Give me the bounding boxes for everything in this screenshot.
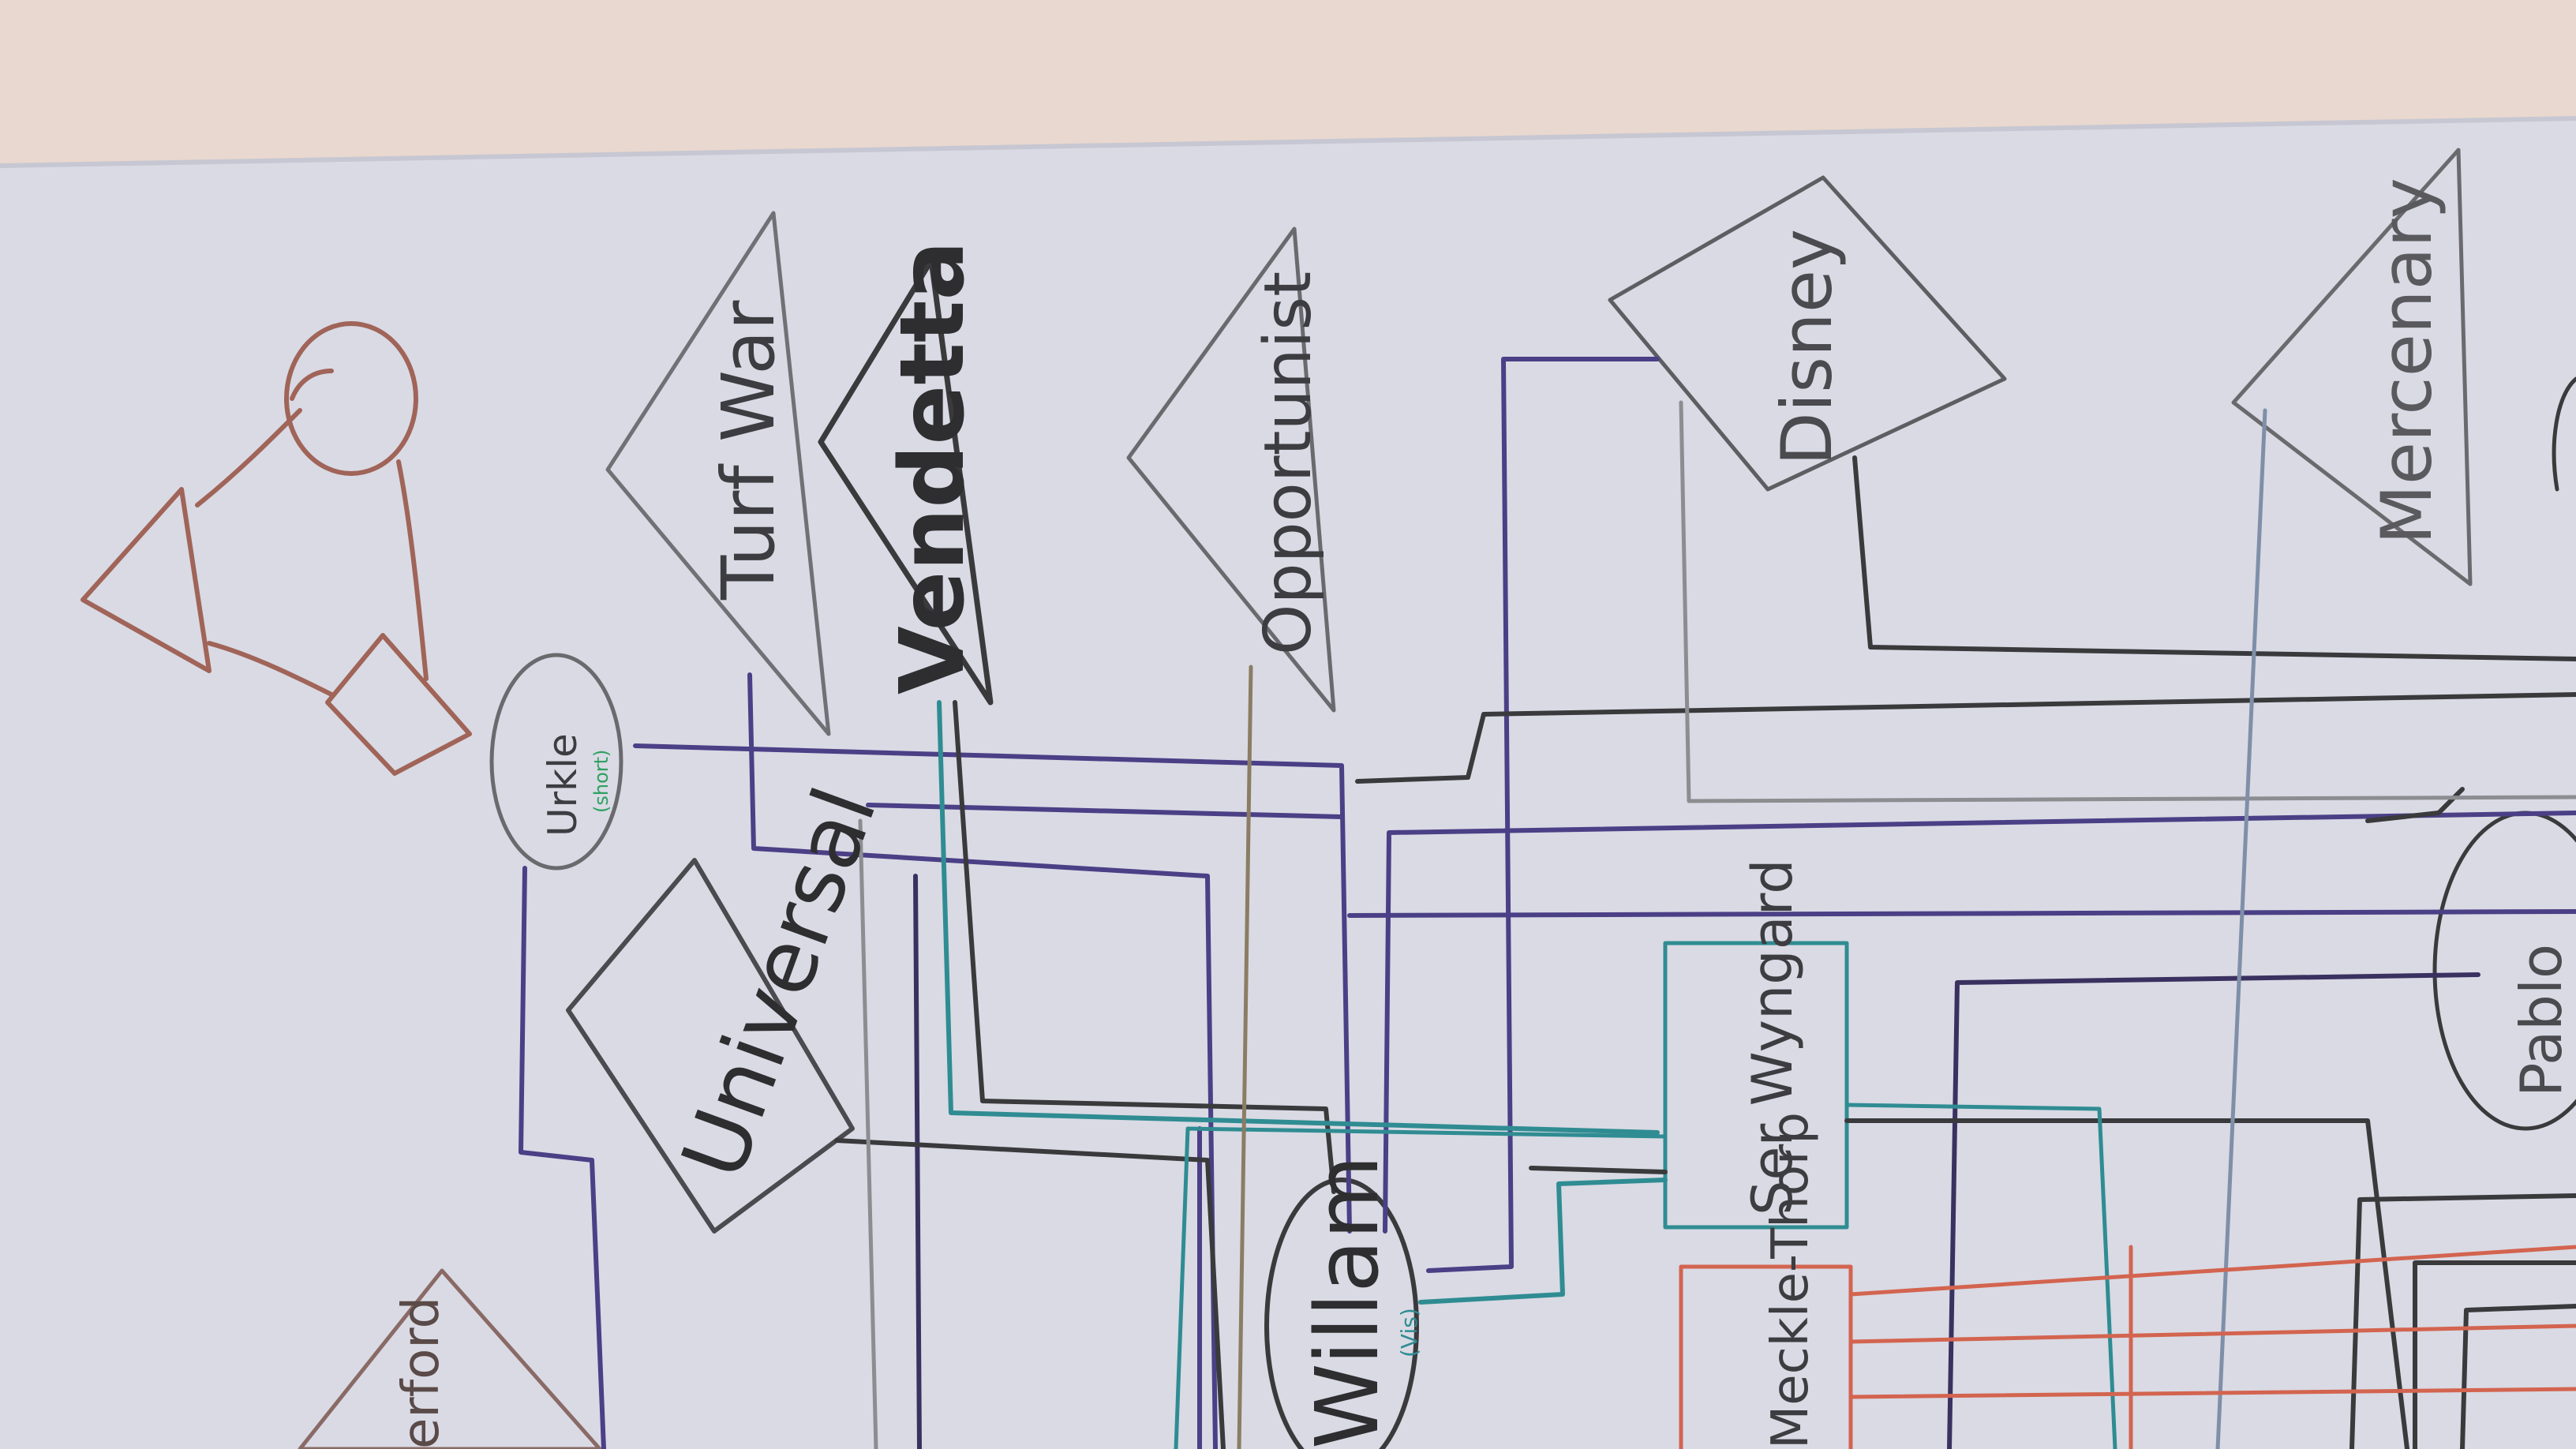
labels: Turf War Vendetta Opportunist Disney Mer… <box>392 178 2574 1449</box>
ser-wyngard-label: Ser Wyngard <box>1740 859 1805 1215</box>
willam-note: (Vis) <box>1396 1308 1422 1357</box>
urkle-shape <box>489 653 623 871</box>
opportunist-shape <box>1126 227 1336 713</box>
bottom-left-shape <box>298 1268 602 1449</box>
bottom-left-label: erford <box>392 1297 451 1449</box>
mercenary-shape <box>2231 148 2473 586</box>
disney-shape <box>1608 175 2007 492</box>
triangle-icon <box>80 487 212 673</box>
mercenary-label: Mercenary <box>2366 178 2447 545</box>
whiteboard <box>0 118 2576 1449</box>
vendetta-shape <box>818 257 994 706</box>
meckle-thorp-shape <box>1679 1264 1853 1449</box>
circle-icon <box>284 321 418 476</box>
disney-label: Disney <box>1766 229 1848 466</box>
meckle-thorp-label: Meckle-Thorp <box>1762 1112 1820 1449</box>
ser-wyngard-shape <box>1663 941 1849 1230</box>
urkle-label: Urkle <box>540 733 586 837</box>
urkle-note: (short) <box>590 750 612 813</box>
shape-sketch <box>80 321 472 776</box>
pablo-label: Pablo <box>2508 944 2574 1097</box>
universal-shape <box>566 858 855 1234</box>
connections <box>519 357 2576 1449</box>
willam-shape <box>1264 1178 1419 1449</box>
diamond-icon <box>325 633 472 776</box>
willam-label: Willam <box>1297 1155 1398 1449</box>
vendetta-label: Vendetta <box>882 241 984 695</box>
turf-war-label: Turf War <box>706 301 791 601</box>
opportunist-label: Opportunist <box>1251 271 1326 655</box>
turf-war-shape <box>605 211 831 736</box>
